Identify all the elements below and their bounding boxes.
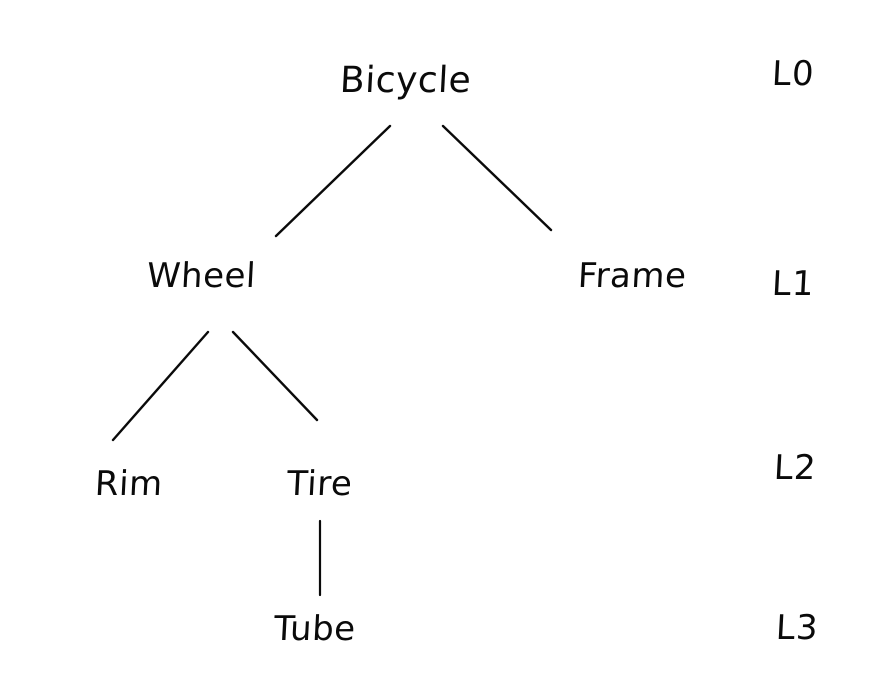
level-label-l2: L2 [772,448,818,488]
node-frame: Frame [576,256,688,296]
node-bicycle: Bicycle [338,60,473,101]
edge-wheel-rim [111,330,210,442]
level-label-l1: L1 [770,264,816,304]
node-wheel: Wheel [145,256,258,296]
level-label-l0: L0 [770,54,816,94]
node-tire: Tire [285,464,354,504]
node-rim: Rim [93,464,164,504]
node-tube: Tube [272,609,357,649]
level-label-l3: L3 [774,608,820,648]
edge-wheel-tire [231,330,319,422]
edge-bicycle-wheel [274,124,392,238]
edge-bicycle-frame [441,124,553,232]
